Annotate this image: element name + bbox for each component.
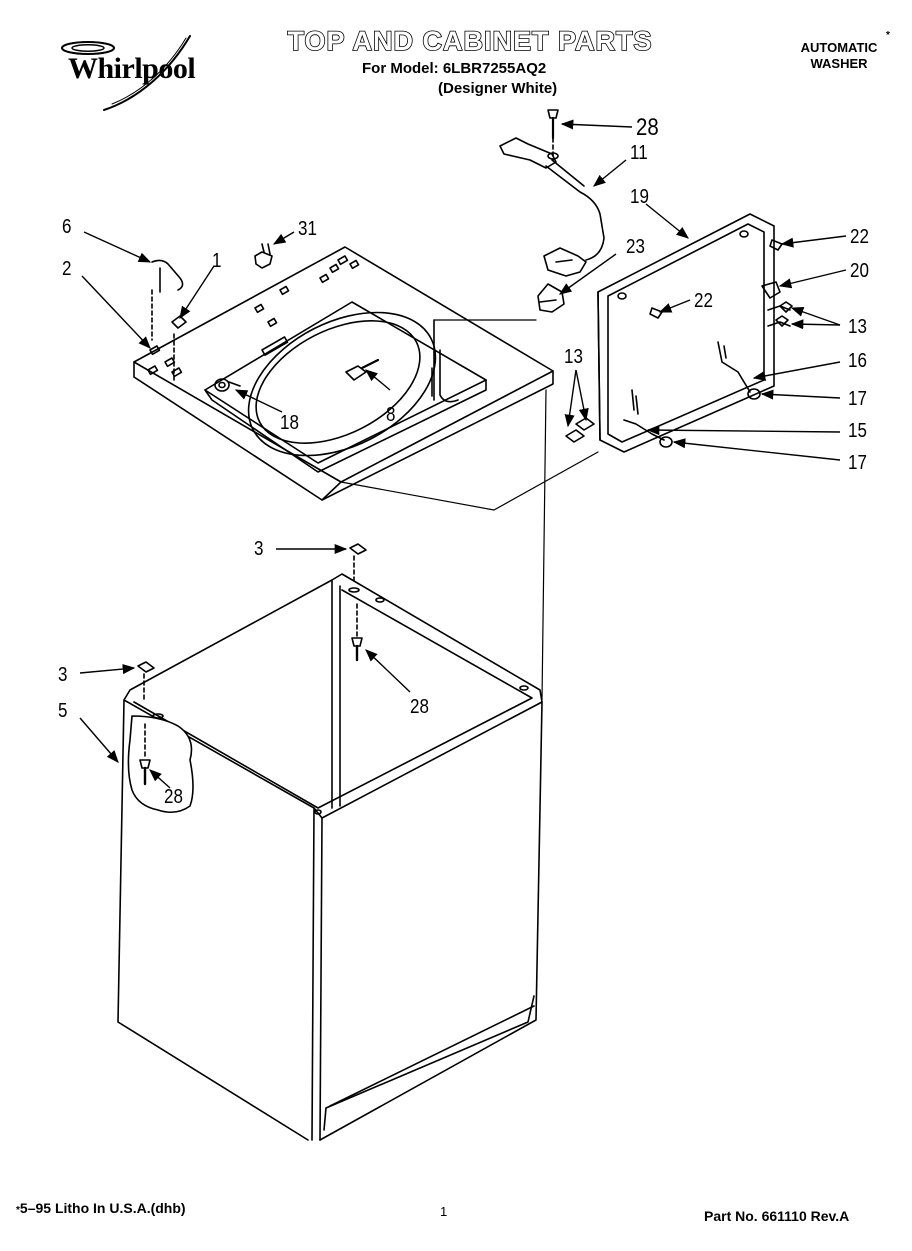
footer-print-text: 5–95 Litho In U.S.A.(dhb) [19,1200,186,1216]
part-28-screw-top [547,109,559,161]
part-31-bracket [254,243,273,269]
callout-15: 15 [848,420,867,442]
callout-3-left: 3 [58,664,68,686]
part-1-clip [171,315,187,329]
part-28-screw-mid [351,603,363,662]
callout-22-right: 22 [850,226,869,248]
callout-17-top: 17 [848,388,867,410]
callout-23: 23 [626,236,645,258]
callout-20: 20 [850,260,869,282]
product-type-line1: AUTOMATIC [800,40,878,55]
footer-page-number: 1 [440,1204,448,1219]
product-type-line2: WASHER [810,56,868,71]
callout-16: 16 [848,350,867,372]
header-marker: * [886,30,890,41]
callout-19: 19 [630,186,649,208]
brand-logo-text: Whirlpool [68,52,196,85]
washer-cabinet [117,573,543,1141]
model-line: For Model: 6LBR7255AQ2 [362,60,547,77]
callout-13-right: 13 [848,316,867,338]
callout-31: 31 [298,218,317,240]
footer-print-marker: * [16,1205,20,1216]
page-title: TOP AND CABINET PARTS [287,25,653,57]
footer-part-number: Part No. 661110 Rev.A [704,1208,850,1224]
part-28-screw-low [139,723,151,786]
part-11-lid-switch [499,137,605,277]
callout-17-bottom: 17 [848,452,867,474]
callout-22-mid: 22 [694,290,713,312]
whirlpool-logo-mark [61,35,191,111]
part-18-grommet [214,378,241,392]
part-3-clip-left [137,661,155,673]
part-8-screw [345,358,380,381]
model-variant: (Designer White) [438,80,558,97]
callout-3-top: 3 [254,538,264,560]
callout-6: 6 [62,216,72,238]
callout-8: 8 [386,404,396,426]
callout-28-top: 28 [636,114,659,141]
callout-18: 18 [280,412,299,434]
washer-top-panel [133,246,554,501]
product-type: AUTOMATIC WASHER [794,40,884,72]
part-3-clip-top [349,543,367,555]
callout-13-left: 13 [564,346,583,368]
part-23-hinge [537,283,565,313]
callout-2: 2 [62,258,72,280]
callout-28-mid: 28 [410,696,429,718]
callout-11: 11 [630,142,648,164]
callout-28-low: 28 [164,786,183,808]
footer-print-info: *5–95 Litho In U.S.A.(dhb) [16,1200,186,1216]
callout-1: 1 [212,250,222,272]
part-6-clip [151,259,184,293]
callout-5: 5 [58,700,68,722]
